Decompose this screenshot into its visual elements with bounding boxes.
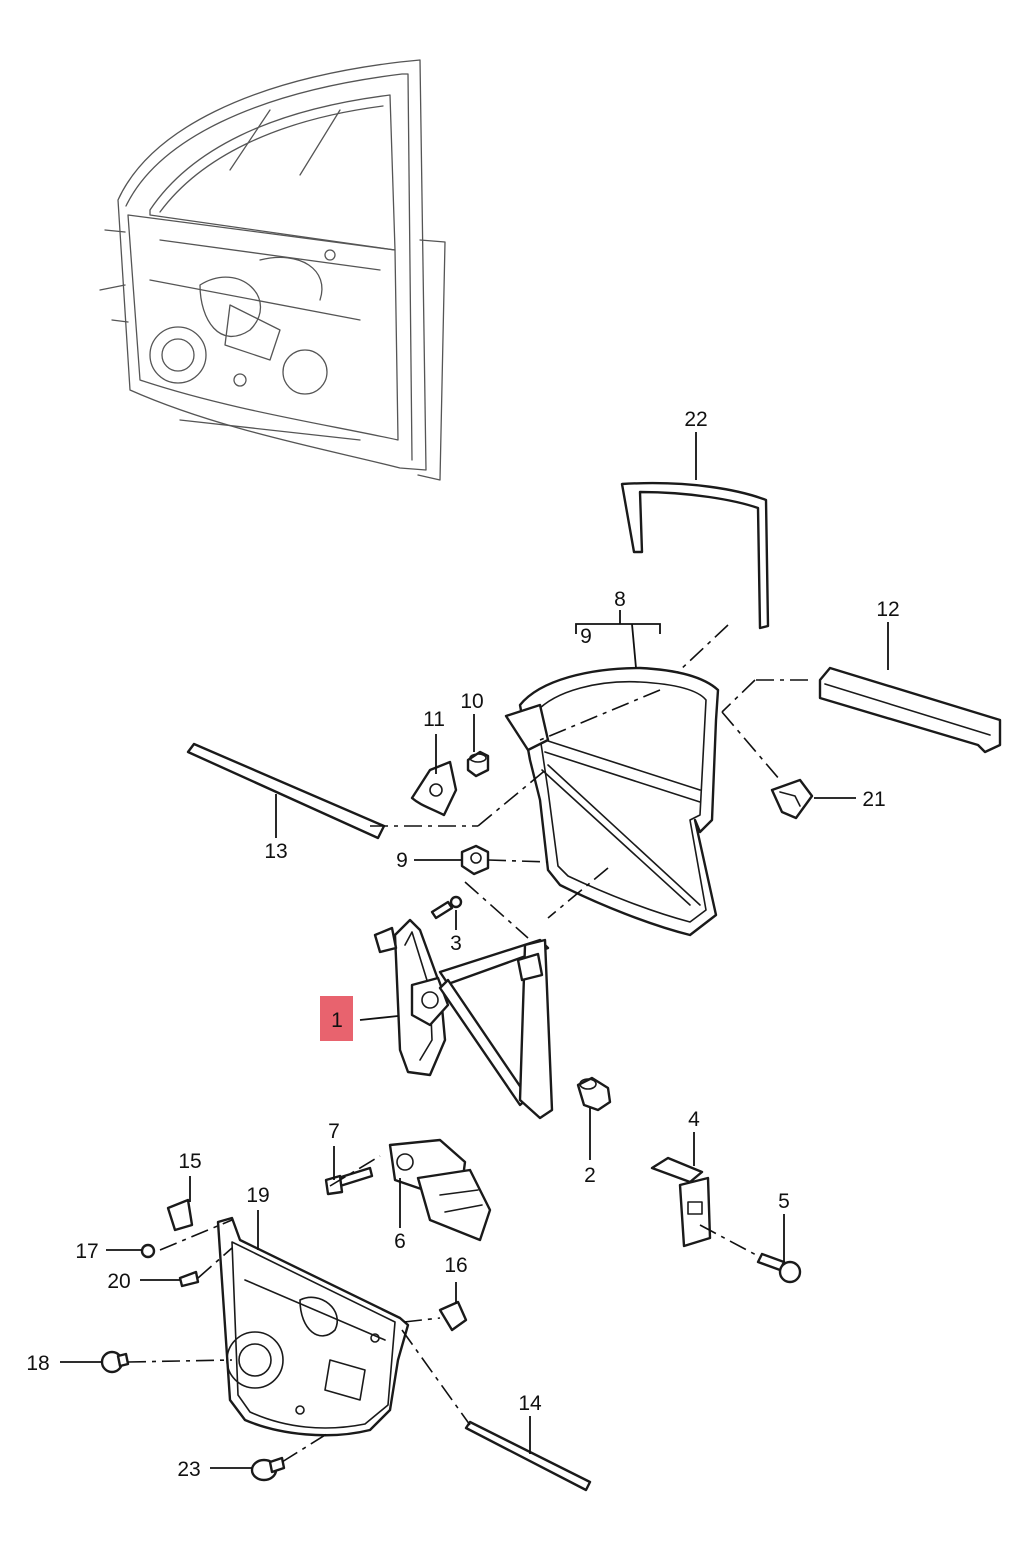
gasket-4 <box>650 1156 704 1184</box>
callout-19: 19 <box>246 1184 269 1207</box>
clip-9 <box>460 844 490 876</box>
screw-20 <box>178 1270 200 1288</box>
grommet-10 <box>466 750 490 778</box>
callout-8: 8 <box>614 588 626 611</box>
callout-14: 14 <box>518 1392 542 1415</box>
clip-21 <box>770 778 814 820</box>
callout-13: 13 <box>264 840 287 863</box>
rivet-3 <box>430 895 463 920</box>
rivet-17 <box>140 1243 156 1259</box>
window-frame <box>504 666 720 937</box>
callout-labels: 22 8 9 12 11 10 21 13 9 3 1 2 4 5 7 6 15… <box>26 408 899 1481</box>
door-module-carrier <box>216 1216 410 1437</box>
door-trim-strip <box>818 666 1002 754</box>
callout-17: 17 <box>75 1240 98 1263</box>
window-regulator <box>373 918 554 1120</box>
window-motor <box>388 1138 492 1242</box>
callout-5: 5 <box>778 1190 790 1213</box>
callout-11: 11 <box>423 708 445 731</box>
window-channel-seal <box>620 481 770 630</box>
callout-1: 1 <box>331 1009 343 1032</box>
callout-2: 2 <box>584 1164 596 1187</box>
callout-21: 21 <box>862 788 885 811</box>
leader-lines <box>60 432 889 1469</box>
callout-20: 20 <box>107 1270 130 1293</box>
callout-4: 4 <box>688 1108 700 1131</box>
bracket-16 <box>438 1300 468 1332</box>
callout-9-bracket: 9 <box>580 625 592 648</box>
callout-16: 16 <box>444 1254 467 1277</box>
callout-9-clip: 9 <box>396 849 408 872</box>
callout-7: 7 <box>328 1120 340 1143</box>
callout-22: 22 <box>684 408 707 431</box>
callout-15: 15 <box>178 1150 201 1173</box>
bracket-11 <box>410 760 458 817</box>
callout-10: 10 <box>460 690 483 713</box>
assembly-lines <box>127 624 808 1463</box>
callout-18: 18 <box>26 1352 49 1375</box>
outer-seal-strip <box>186 742 386 840</box>
callout-1-highlight <box>320 996 353 1041</box>
bolt-5 <box>756 1252 802 1284</box>
door-overview-illustration <box>99 59 446 481</box>
callout-12: 12 <box>876 598 899 621</box>
damper-2 <box>576 1076 612 1112</box>
screw-23 <box>250 1456 286 1482</box>
screw-7 <box>324 1166 374 1196</box>
callout-6: 6 <box>394 1230 406 1253</box>
bolt-18 <box>100 1350 130 1374</box>
callout-23: 23 <box>177 1458 200 1481</box>
callout-3: 3 <box>450 932 462 955</box>
mounting-plate <box>678 1176 712 1248</box>
seal-strip-14 <box>464 1420 592 1492</box>
bracket-15 <box>166 1198 194 1232</box>
